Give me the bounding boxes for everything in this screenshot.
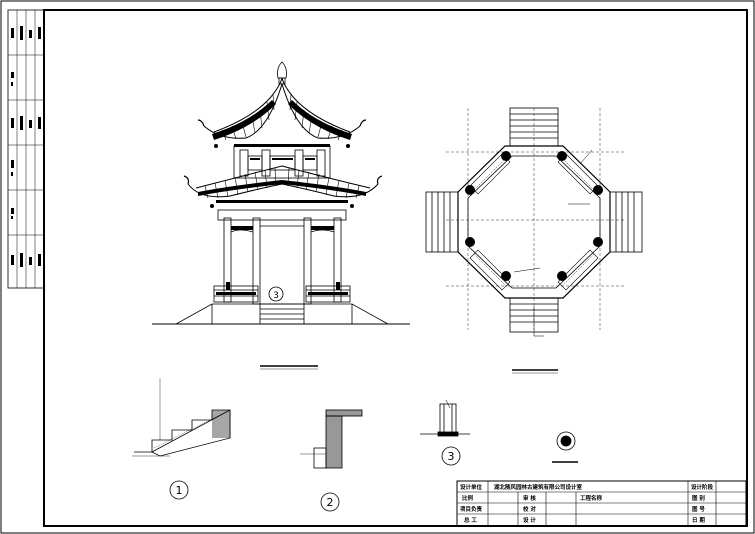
scale-label: 比例 <box>462 494 474 502</box>
design-unit-name: 湖北随风园林古建筑有限公司设计室 <box>494 483 583 491</box>
elevation-callout-label: 3 <box>273 291 279 301</box>
detail-3-label: 3 <box>448 450 455 463</box>
detail-2-callout <box>320 492 340 512</box>
project-lead-label: 项目负责 <box>460 505 483 513</box>
drawing-frame <box>43 9 748 527</box>
detail-3-callout <box>441 446 461 466</box>
drawing-name-label: 图 别 <box>692 494 705 502</box>
detail-post-footing <box>420 399 470 437</box>
detail-1-label: 1 <box>176 484 183 497</box>
review-label: 审 核 <box>523 494 536 502</box>
detail-1-callout <box>169 480 189 500</box>
design-phase-label: 设计阶段 <box>691 483 714 491</box>
detail-stair-section <box>132 378 231 457</box>
pavilion-elevation <box>152 61 410 325</box>
title-block <box>456 480 747 527</box>
date-label: 日 期 <box>692 516 705 524</box>
detail-2-label: 2 <box>327 496 334 509</box>
drawing-no-label: 图 号 <box>692 505 705 513</box>
elevation-callout-circle <box>268 286 284 302</box>
check-label: 校 对 <box>523 505 536 513</box>
detail-column-section <box>552 431 578 463</box>
builder-label: 总 工 <box>464 516 477 524</box>
pavilion-plan <box>425 107 643 337</box>
design-label: 设 计 <box>523 516 536 524</box>
project-name-label: 工程名称 <box>580 494 603 502</box>
design-unit-label: 设计单位 <box>460 483 483 491</box>
left-signoff-strip <box>7 9 45 289</box>
detail-wall-section <box>300 409 363 469</box>
